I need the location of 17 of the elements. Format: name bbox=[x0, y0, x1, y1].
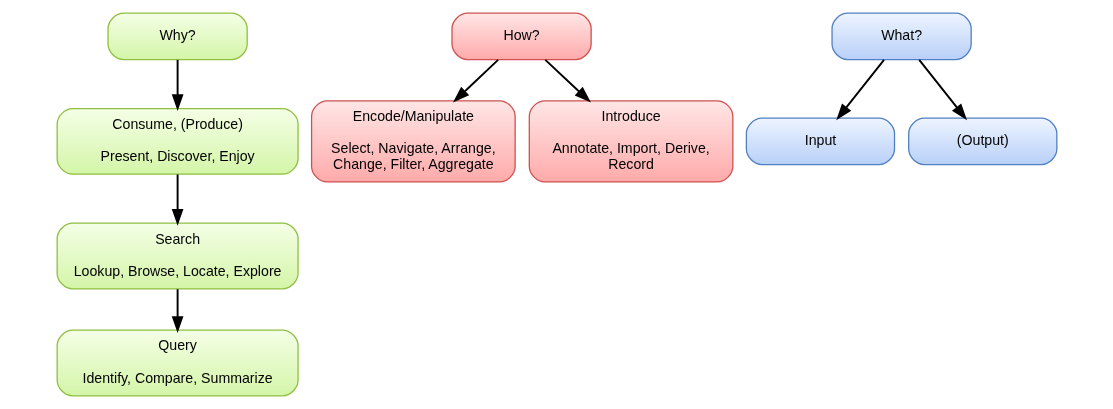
node-box: Why? bbox=[106, 12, 248, 61]
node-box: What? bbox=[830, 12, 972, 61]
node-box: Input bbox=[745, 117, 895, 166]
arrow bbox=[452, 58, 499, 103]
arrow bbox=[917, 58, 967, 121]
arrow bbox=[171, 288, 183, 333]
node-box: Search Lookup, Browse, Locate, Explore bbox=[56, 222, 299, 290]
node-box: Query Identify, Compare, Summarize bbox=[56, 329, 299, 397]
node-box: Introduce Annotate, Import, Derive, Record bbox=[528, 100, 733, 183]
node-box: Encode/Manipulate Select, Navigate, Arrange, Change, Filter, Aggregate bbox=[310, 100, 516, 183]
node-box: Consume, (Produce) Present, Discover, Enjoy bbox=[56, 107, 299, 175]
arrow bbox=[171, 173, 183, 226]
node-box: How? bbox=[450, 12, 592, 61]
arrow bbox=[171, 58, 183, 112]
arrow bbox=[835, 58, 885, 121]
arrow bbox=[543, 58, 591, 103]
node-box: (Output) bbox=[907, 117, 1057, 166]
